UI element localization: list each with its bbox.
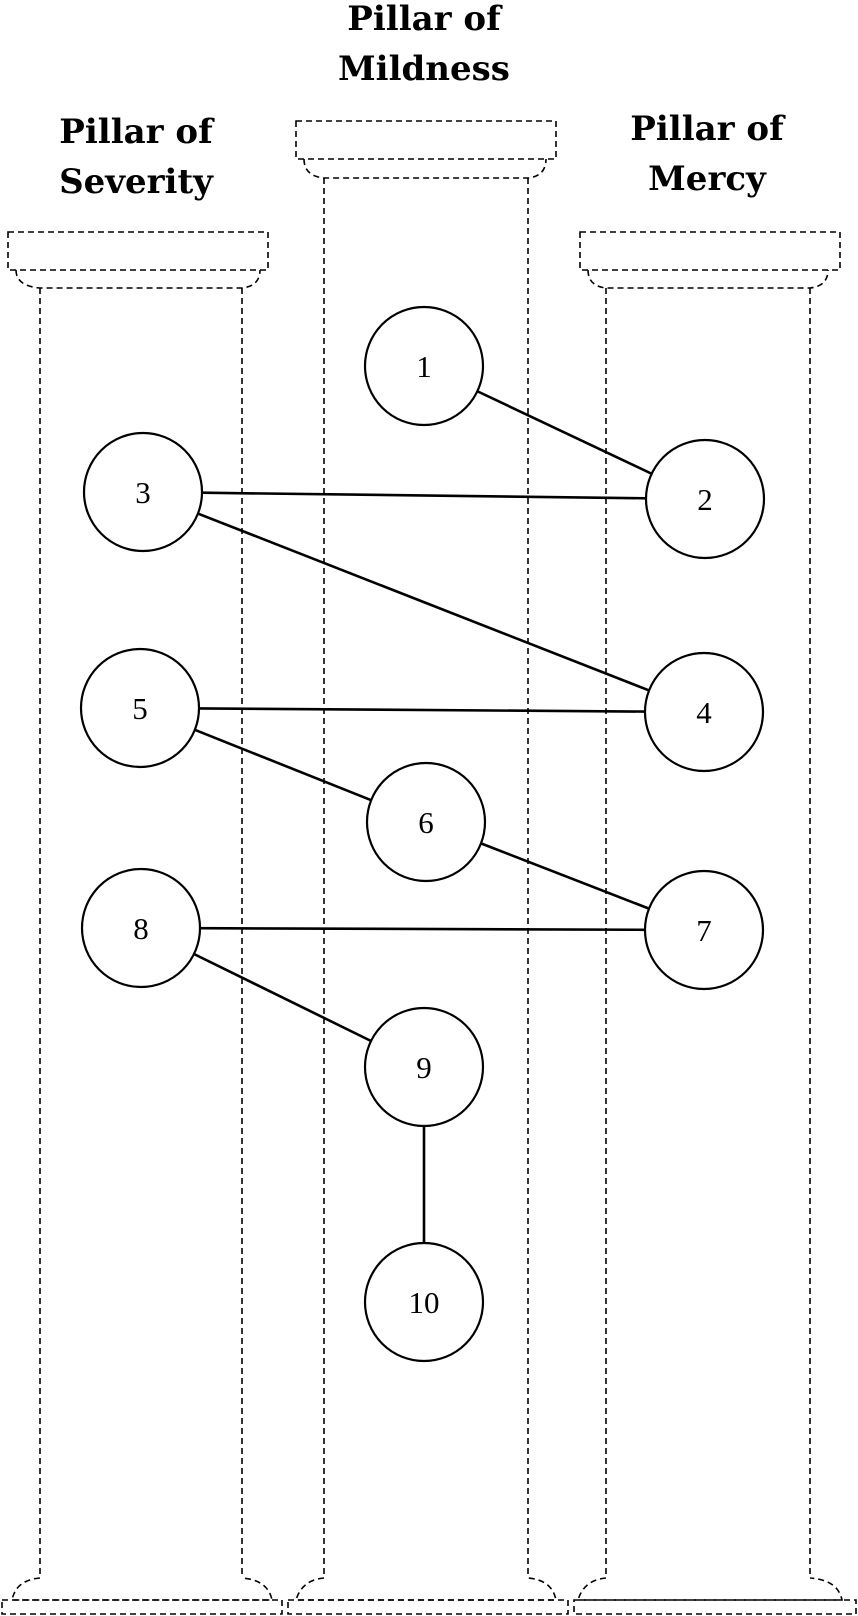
node-5-label: 5	[132, 691, 148, 726]
pillar-title-mercy-line2: Mercy	[648, 159, 767, 199]
edges	[193, 390, 653, 1243]
pillar-mildness-base	[287, 1599, 569, 1615]
node-2-circle	[644, 438, 766, 560]
pillar-title-mildness-line1: Pillar of	[347, 0, 503, 39]
edge-7-8	[199, 926, 646, 932]
node-8-circle	[80, 867, 202, 989]
edge-5-6	[194, 728, 372, 802]
node-9-circle	[363, 1006, 485, 1128]
node-7-label: 7	[696, 913, 712, 948]
node-6: 6	[365, 761, 487, 883]
pillar-severity-base-curve	[11, 1577, 273, 1601]
pillar-mercy	[573, 231, 857, 1615]
pillar-severity	[1, 231, 283, 1615]
pillar-mildness-capital-curve	[303, 158, 547, 179]
node-10-label: 10	[409, 1285, 440, 1320]
edge-6-7	[480, 842, 650, 910]
node-3: 3	[82, 431, 204, 553]
edge-3-4	[197, 512, 650, 692]
edge-4-5	[198, 707, 646, 713]
node-9: 9	[363, 1006, 485, 1128]
node-9-label: 9	[416, 1050, 432, 1085]
node-1: 1	[363, 305, 485, 427]
edge-8-9	[193, 952, 372, 1043]
pillar-title-mercy: Pillar of Mercy	[630, 109, 786, 199]
node-5: 5	[79, 647, 201, 769]
node-3-label: 3	[135, 475, 151, 510]
pillar-title-severity-line1: Pillar of	[59, 112, 215, 152]
node-2: 2	[644, 438, 766, 560]
pillar-title-severity-line2: Severity	[59, 162, 214, 202]
node-4: 4	[643, 651, 765, 773]
pillar-title-mercy-line1: Pillar of	[630, 109, 786, 149]
edge-2-3	[201, 491, 647, 500]
pillar-mildness-capital	[295, 120, 557, 160]
node-4-circle	[643, 651, 765, 773]
pillar-mercy-base-curve	[576, 1577, 843, 1601]
pillar-mercy-base	[573, 1599, 857, 1615]
pillar-title-mildness: Pillar of Mildness	[338, 0, 510, 89]
node-2-label: 2	[697, 482, 713, 517]
pillar-mercy-capital	[579, 231, 841, 271]
pillar-severity-base	[1, 1599, 283, 1615]
node-7: 7	[643, 869, 765, 991]
pillar-title-mildness-line2: Mildness	[338, 49, 510, 89]
pillar-mildness-base-curve	[294, 1577, 557, 1601]
node-10: 10	[363, 1241, 485, 1363]
node-7-circle	[643, 869, 765, 991]
pillar-title-severity: Pillar of Severity	[59, 112, 215, 202]
node-4-label: 4	[696, 695, 712, 730]
node-8-label: 8	[133, 911, 149, 946]
node-6-label: 6	[418, 805, 434, 840]
node-8: 8	[80, 867, 202, 989]
node-5-circle	[79, 647, 201, 769]
node-1-label: 1	[416, 349, 432, 384]
pillar-severity-capital-curve	[15, 269, 261, 289]
node-1-circle	[363, 305, 485, 427]
edge-1-2	[476, 390, 653, 475]
pillar-severity-capital	[7, 231, 269, 271]
pillar-mercy-capital-curve	[587, 269, 829, 289]
node-3-circle	[82, 431, 204, 553]
pillar-mildness	[287, 120, 569, 1615]
node-10-circle	[363, 1241, 485, 1363]
node-6-circle	[365, 761, 487, 883]
